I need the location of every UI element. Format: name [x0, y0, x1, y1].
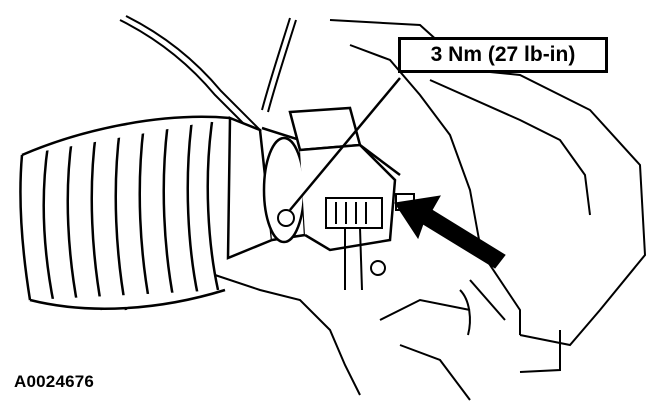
figure-id: A0024676: [14, 372, 95, 391]
intake-air-hose: [19, 115, 231, 311]
connector-pointer-arrow: [394, 195, 506, 269]
torque-leader-line: [289, 77, 401, 211]
lower-duct: [214, 274, 471, 401]
sensor-connector: [325, 197, 383, 291]
torque-spec-callout: 3 Nm (27 lb-in): [398, 37, 608, 73]
